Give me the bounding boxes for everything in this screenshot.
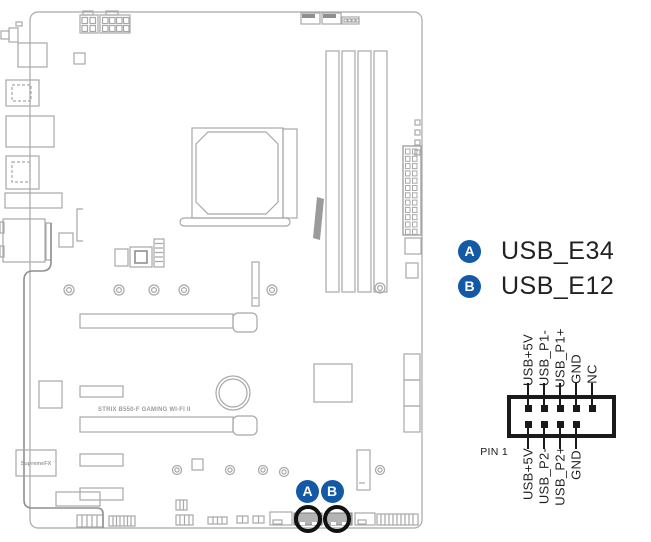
pin-label-top-4: GND — [568, 354, 584, 384]
small-components — [58, 208, 165, 268]
board-outline — [29, 11, 423, 529]
pin-label-bottom-3: USB_P2+ — [552, 446, 568, 506]
board-model-text: STRIX B550-F GAMING WI-FI II — [98, 407, 191, 413]
pin-leader-line — [527, 425, 529, 449]
legend-label-a: USB_E34 — [501, 237, 615, 265]
legend-item-b: B USB_E12 — [458, 272, 615, 300]
pin-label-bottom-2: USB_P2- — [536, 447, 552, 505]
right-edge-header — [405, 262, 419, 279]
pin-leader-line — [575, 425, 577, 449]
pin-label-bottom-1: USB+5V — [520, 447, 536, 501]
dimm-slots — [325, 50, 388, 293]
pin-leader-line — [543, 383, 545, 407]
pcie-slots — [79, 312, 258, 501]
usb3-front-header — [404, 237, 422, 255]
pin-square — [524, 404, 532, 412]
m2-slot-1 — [251, 261, 260, 307]
sata-ports — [403, 353, 421, 433]
pin-label-top-1: USB+5V — [520, 333, 536, 387]
qled-indicators — [414, 119, 421, 156]
marker-a-circle: A — [296, 480, 319, 503]
legend-marker-b: B — [458, 275, 481, 298]
m2-label — [313, 197, 324, 240]
legend-item-a: A USB_E34 — [458, 237, 615, 265]
pin-square — [540, 420, 548, 428]
pin-leader-line — [527, 383, 529, 407]
pin-leader-line — [591, 383, 593, 407]
usb-header-a-ring — [294, 505, 322, 533]
atx-24pin-connector — [402, 145, 422, 236]
cmos-battery — [215, 375, 251, 411]
pin-label-top-3: USB_P1+ — [552, 328, 568, 388]
pin-square — [524, 420, 532, 428]
supremefx-label: SupremeFX — [21, 461, 52, 467]
usb-header-b-ring — [323, 505, 351, 533]
cpu-socket — [179, 127, 298, 227]
pin-square — [540, 404, 548, 412]
pin-square — [572, 420, 580, 428]
usb-header-connector — [507, 395, 616, 438]
audio-trace-line — [23, 223, 104, 528]
legend-label-b: USB_E12 — [501, 272, 615, 300]
m2-slot-2 — [356, 449, 371, 491]
marker-b-circle: B — [320, 480, 344, 503]
io-controller-chip — [38, 380, 63, 409]
legend-marker-a: A — [458, 240, 481, 263]
cpu-power-connectors — [79, 10, 131, 34]
pin-square — [572, 404, 580, 412]
pin1-label: PIN 1 — [480, 446, 508, 458]
pin-square — [556, 420, 564, 428]
pin-leader-line — [575, 383, 577, 407]
supremefx-block: SupremeFX — [15, 449, 57, 477]
audio-jacks — [0, 218, 52, 263]
bottom-panel-headers — [55, 458, 419, 528]
top-left-component — [73, 52, 86, 65]
pin-label-top-5: NC — [584, 364, 600, 384]
motherboard-diagram: STRIX B550-F GAMING WI-FI II SupremeFX — [0, 10, 423, 529]
rear-io-ports — [0, 21, 63, 209]
chipset — [313, 363, 353, 403]
pin-leader-line — [559, 383, 561, 407]
pin-label-bottom-4: GND — [568, 450, 584, 480]
pin-square — [556, 404, 564, 412]
pin-square — [588, 404, 596, 412]
standoff-holes — [63, 282, 386, 478]
fan-headers — [300, 12, 360, 25]
pin-label-top-2: USB_P1- — [536, 329, 552, 387]
pin-leader-line — [543, 425, 545, 449]
pin-leader-line — [559, 425, 561, 449]
